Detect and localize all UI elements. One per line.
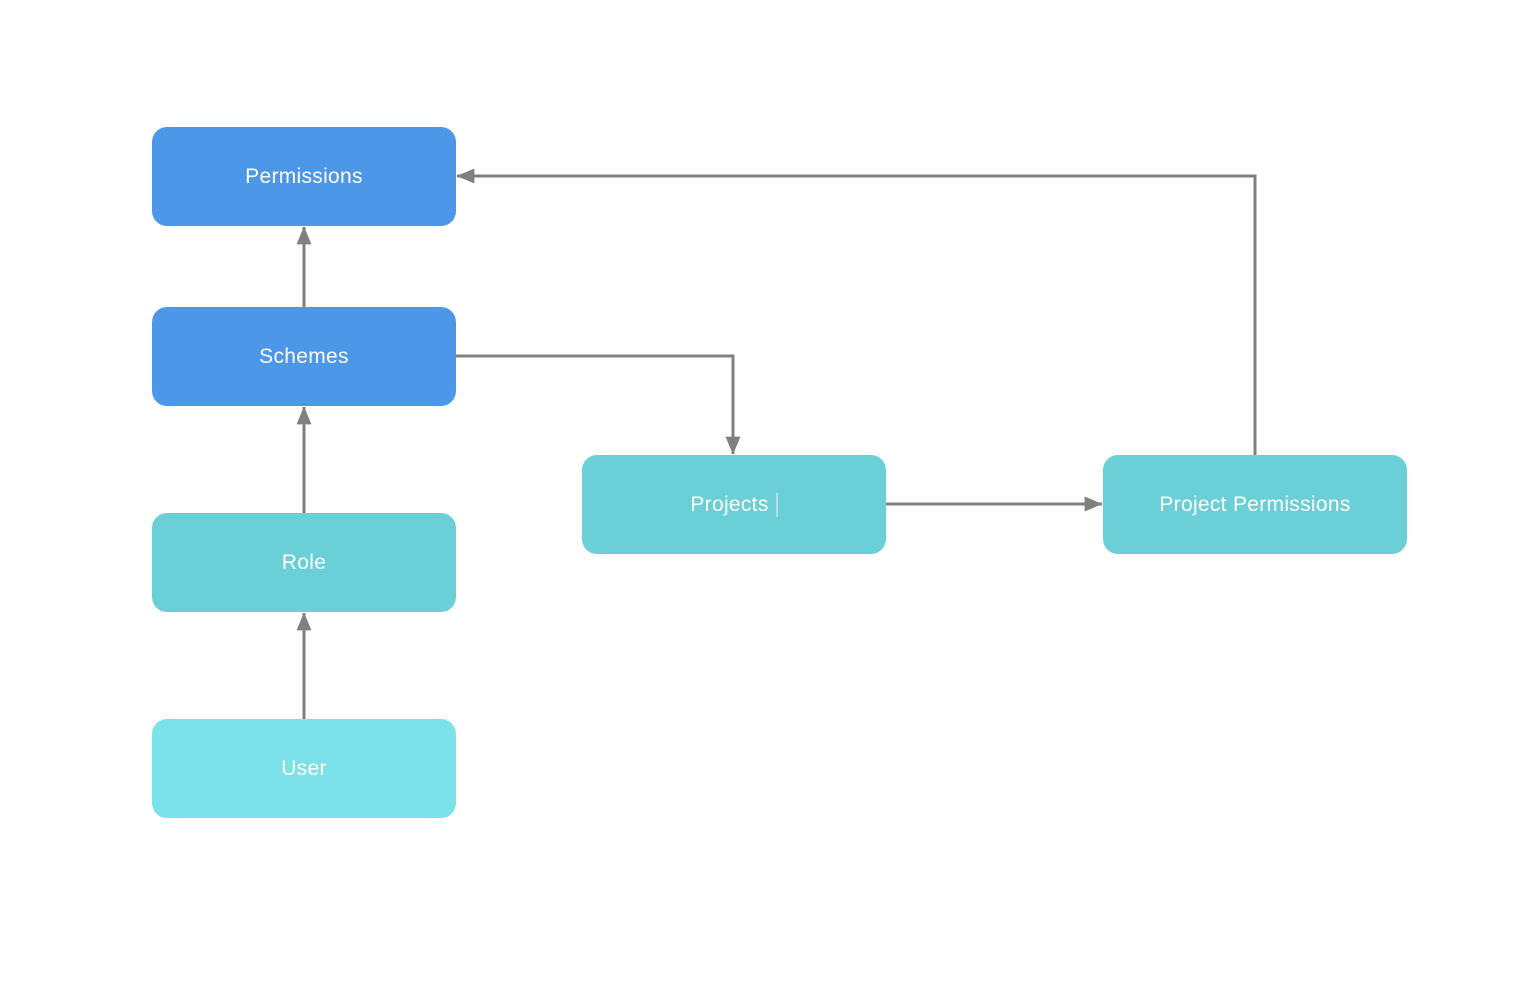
node-permissions[interactable]: Permissions (152, 127, 456, 226)
node-schemes-label: Schemes (259, 344, 349, 368)
node-schemes[interactable]: Schemes (152, 307, 456, 406)
node-role-label: Role (281, 550, 327, 574)
edge-project-permissions-to-permissions[interactable] (456, 168, 1257, 455)
node-permissions-label: Permissions (245, 164, 363, 188)
node-projects-label: Projects (690, 492, 769, 516)
node-user-label: User (281, 756, 327, 780)
node-user[interactable]: User (152, 719, 456, 818)
edge-schemes-to-projects[interactable] (456, 354, 741, 455)
node-project-permissions[interactable]: Project Permissions (1103, 455, 1407, 554)
node-project-permissions-label: Project Permissions (1159, 492, 1351, 516)
node-projects[interactable]: Projects (582, 455, 886, 554)
text-edit-cursor (775, 492, 778, 517)
node-role[interactable]: Role (152, 513, 456, 612)
